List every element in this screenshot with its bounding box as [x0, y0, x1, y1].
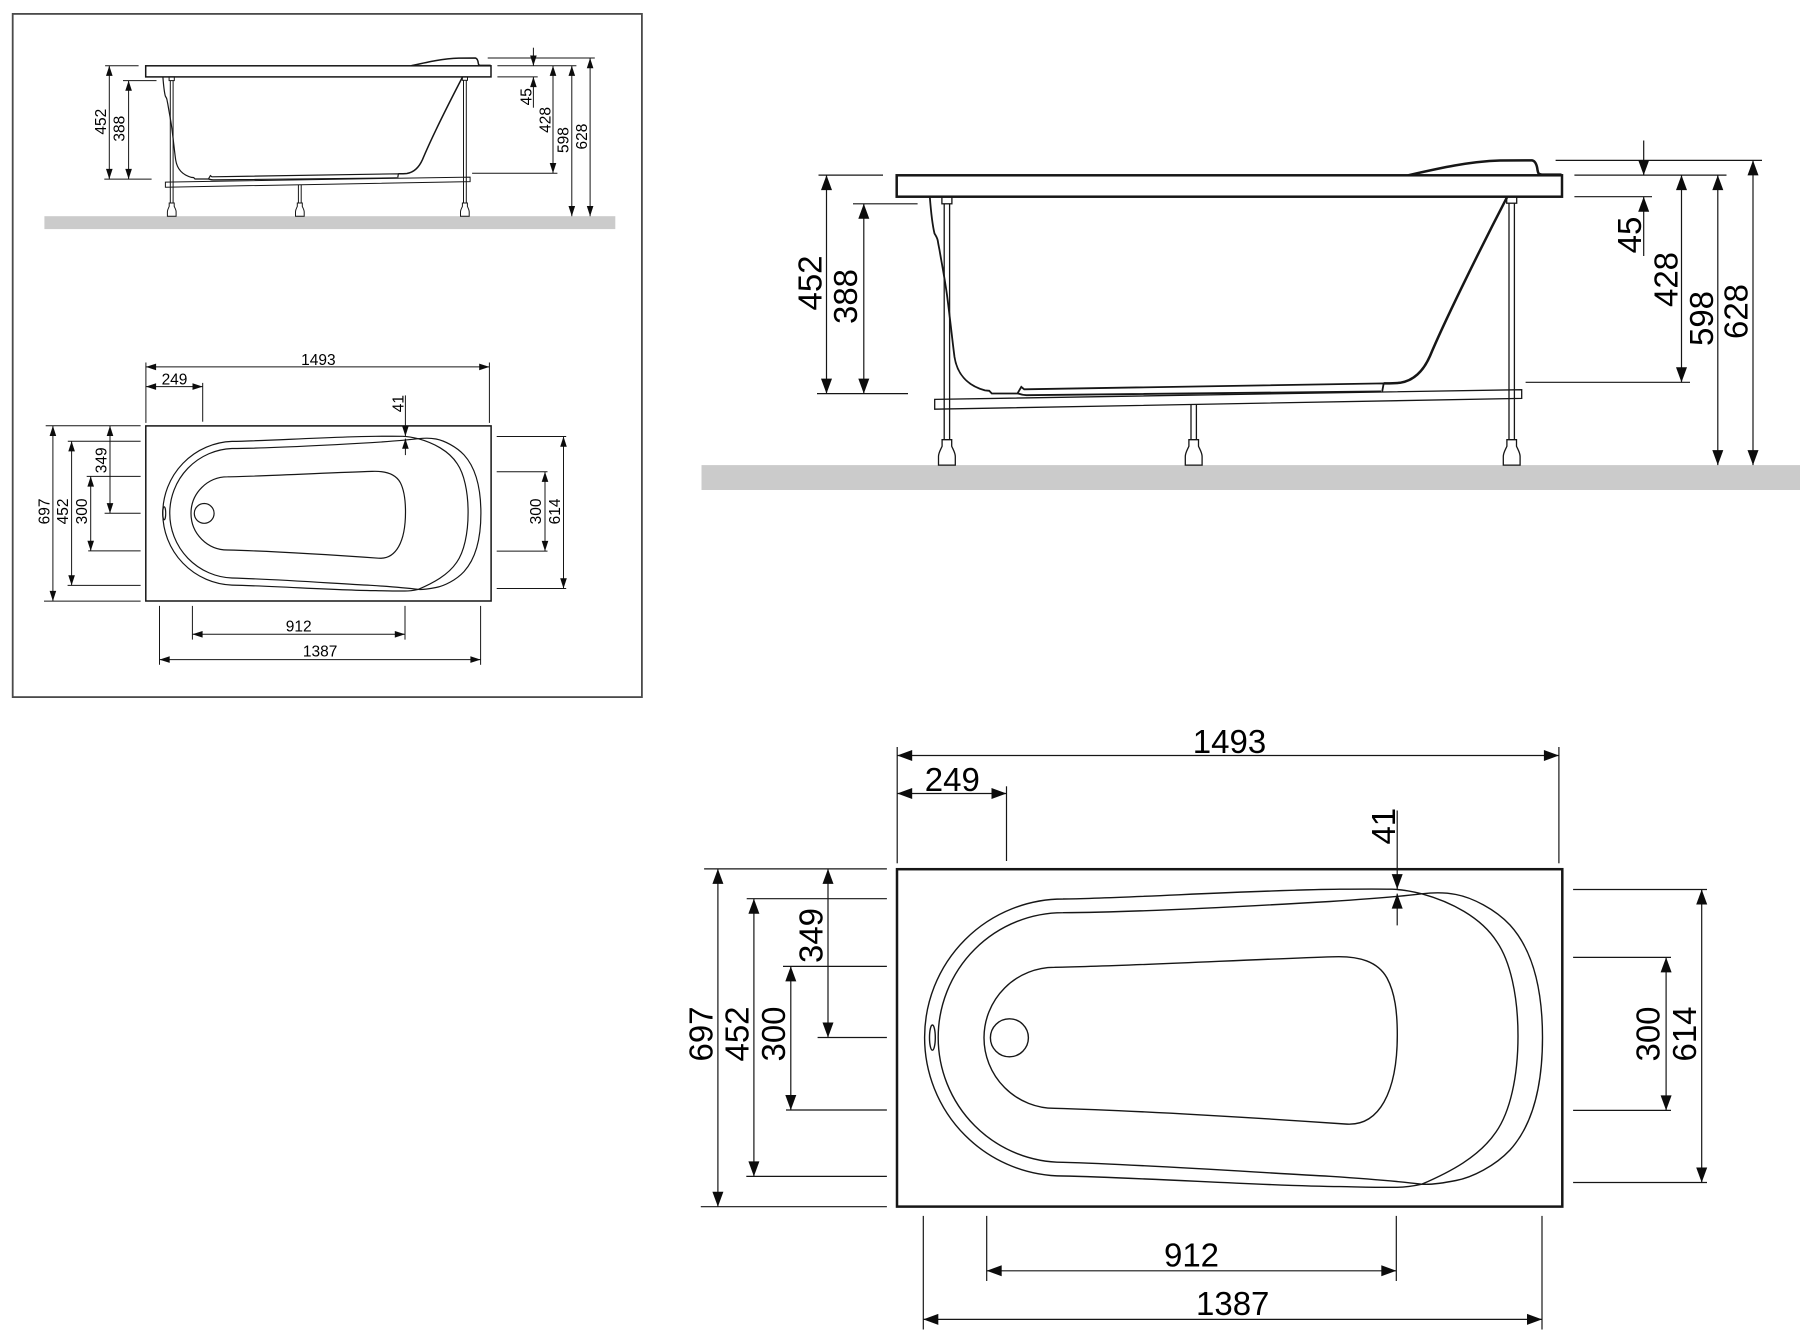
svg-text:300: 300 [74, 498, 91, 524]
svg-text:300: 300 [1630, 1006, 1667, 1061]
svg-text:388: 388 [827, 269, 864, 324]
svg-text:249: 249 [925, 761, 980, 798]
svg-text:388: 388 [112, 116, 129, 142]
svg-text:41: 41 [1365, 808, 1402, 845]
svg-text:45: 45 [519, 88, 536, 105]
svg-text:249: 249 [162, 372, 188, 389]
svg-text:452: 452 [55, 498, 72, 524]
svg-text:1493: 1493 [301, 352, 335, 369]
svg-text:1387: 1387 [1196, 1285, 1269, 1322]
svg-text:452: 452 [718, 1006, 755, 1061]
svg-text:428: 428 [1648, 252, 1685, 307]
svg-text:697: 697 [682, 1006, 719, 1061]
svg-text:45: 45 [1611, 217, 1648, 254]
svg-text:1387: 1387 [303, 644, 337, 661]
svg-text:598: 598 [1683, 291, 1720, 346]
svg-text:614: 614 [547, 498, 564, 524]
svg-text:614: 614 [1666, 1006, 1703, 1061]
svg-text:598: 598 [556, 127, 573, 153]
svg-text:349: 349 [792, 908, 829, 963]
svg-text:300: 300 [528, 498, 545, 524]
svg-text:452: 452 [93, 109, 110, 135]
svg-text:697: 697 [36, 498, 53, 524]
svg-text:41: 41 [391, 395, 408, 412]
svg-text:349: 349 [94, 447, 111, 473]
svg-text:428: 428 [537, 107, 554, 133]
svg-text:628: 628 [1718, 284, 1755, 339]
svg-text:300: 300 [755, 1006, 792, 1061]
svg-text:1493: 1493 [1193, 723, 1266, 760]
svg-text:628: 628 [574, 124, 591, 150]
svg-text:912: 912 [1164, 1236, 1219, 1273]
svg-text:452: 452 [791, 255, 828, 310]
svg-text:912: 912 [286, 619, 312, 636]
